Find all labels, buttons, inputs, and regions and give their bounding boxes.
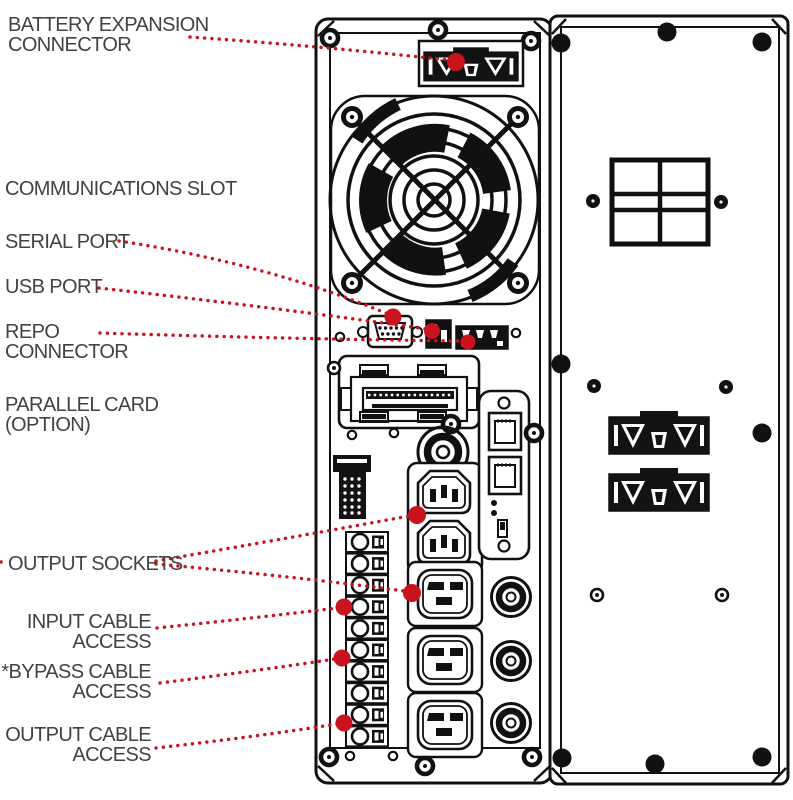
screw [430,22,446,38]
circuit-breaker [492,578,531,617]
leader-repo-connector [98,331,462,343]
leader-lines [0,35,462,750]
screw [714,195,728,209]
c19-output-socket [406,691,484,759]
leader-output-sockets-upper [154,514,411,563]
screw [417,758,433,774]
screw-head [552,748,572,768]
led-indicator [491,510,497,516]
battery-connector [608,467,710,512]
battery-connector [608,410,710,455]
fan-blades [351,98,519,303]
screw [344,750,356,762]
leader-output-sockets-lower [154,562,406,593]
label-bypass-cable-access: *BYPASS CABLE ACCESS [1,661,151,703]
screw [719,380,733,394]
aux-connector-pins [343,477,361,515]
leader-endpoint-dots [333,53,476,732]
screw [321,749,337,765]
label-output-cable-access: OUTPUT CABLE ACCESS [5,724,151,766]
battery-module-panel [548,14,790,786]
screw [714,587,730,603]
ventilation-grid [609,157,711,247]
panel-corner-chamfers [551,18,787,784]
rj45-port [487,411,523,452]
label-parallel-card: PARALLEL CARD (OPTION) [5,394,159,436]
leader-bypass-cable [158,657,337,685]
parallel-card-slot [477,389,531,561]
screw [586,194,600,208]
fan-grill-rings [328,94,540,306]
label-output-sockets: OUTPUT SOCKETS [8,553,183,575]
aux-connector [333,455,371,519]
screw-head [551,33,571,53]
label-usb-port: USB PORT [5,276,103,298]
screw [387,750,399,762]
screw-head [752,32,772,52]
fan-cross-brace [350,115,520,285]
c13-socket [416,469,472,515]
label-serial-port: SERIAL PORT [5,231,130,253]
screw-head [752,423,772,443]
leader-serial-port [117,239,390,316]
screw [322,30,338,46]
c13-output-sockets [406,461,484,575]
leader-battery-expansion [188,35,450,62]
screw [346,429,358,441]
screw [510,327,522,339]
screw-head [645,754,665,774]
rj45-port [487,455,523,496]
screw-head [657,22,677,42]
screw [326,360,342,376]
c19-output-socket [406,626,484,694]
screw [587,379,601,393]
c13-socket [416,519,472,565]
leader-input-cable [155,606,339,630]
label-communications-slot: COMMUNICATIONS SLOT [5,178,237,200]
leader-output-cable [154,722,339,750]
dip-switch [497,519,508,538]
label-input-cable-access: INPUT CABLE ACCESS [26,611,152,653]
screw-head [752,747,772,767]
screw [526,425,542,441]
screw [388,427,400,439]
circuit-breaker [492,642,531,681]
led-indicator [491,500,497,506]
db9-pins [378,326,404,336]
circuit-breaker [492,704,531,743]
communications-slot [337,354,481,430]
screw [523,33,539,49]
screw [524,749,540,765]
terminal-strip [344,530,390,748]
screw-head [551,354,571,374]
panel-corner-chamfers [317,20,551,782]
battery-expansion-connector [417,39,525,88]
screw [589,587,605,603]
cooling-fan [328,94,541,306]
label-battery-expansion-connector: BATTERY EXPANSION CONNECTOR [8,14,209,56]
label-repo-connector: REPO CONNECTOR [5,321,129,363]
